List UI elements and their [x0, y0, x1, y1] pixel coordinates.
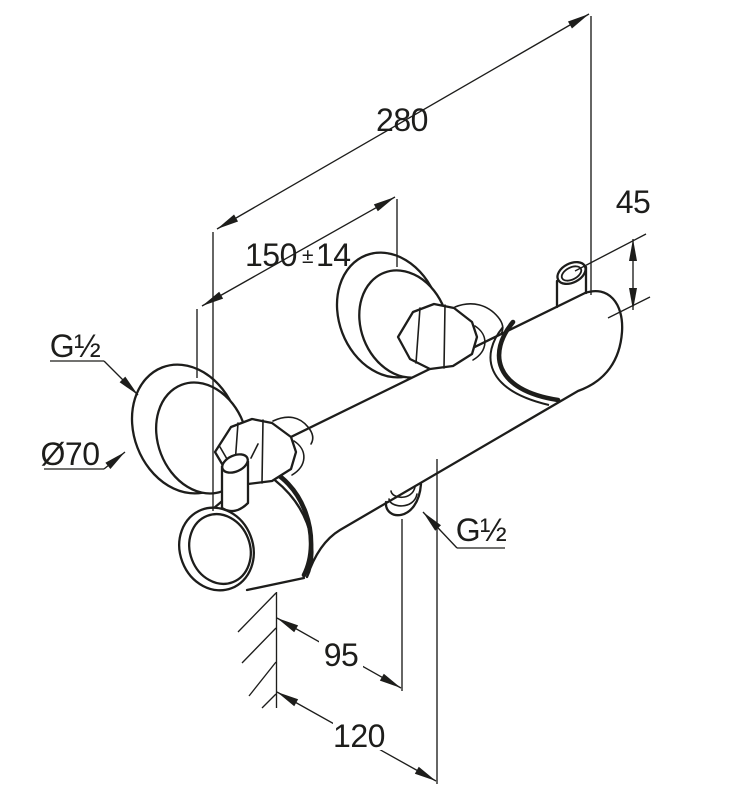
- outlet-rim-2: [390, 486, 416, 499]
- dimension-45-label: 45: [616, 184, 651, 220]
- union-right-nut-outline: [396, 302, 479, 371]
- union-right-collar: [454, 303, 504, 335]
- dimension-tolerance-value: 14: [316, 237, 351, 273]
- lever-arm-left: [219, 446, 228, 460]
- dimension-120-label: 120: [333, 718, 385, 754]
- diameter-70-label: Ø70: [41, 436, 100, 472]
- handle-bottom-edge: [245, 576, 306, 592]
- dimension-150-label: 150: [245, 237, 297, 273]
- knob-top-rim: [560, 265, 583, 282]
- outlet-rim-1: [388, 493, 418, 507]
- label-thread-bottom: G½: [422, 511, 507, 549]
- nut-right-facet-1: [415, 307, 421, 364]
- hatch-stroke-3: [248, 661, 277, 697]
- dimension-150-tolerance: 150 ± 14: [196, 196, 398, 378]
- dimension-120-label-bg: [333, 719, 387, 750]
- label-thread-top: G½: [50, 328, 139, 396]
- dim-line-280: [216, 13, 590, 230]
- diameter-70-leader: [103, 451, 126, 470]
- hatch-stroke-2: [241, 627, 277, 664]
- thread-top-label: G½: [50, 328, 101, 364]
- dimension-120: 120: [276, 459, 438, 784]
- nut-right-facet-2: [443, 304, 446, 369]
- wall-section-hatch: [237, 592, 278, 709]
- handle-cap-rim: [188, 513, 252, 585]
- label-diameter-70: Ø70: [41, 436, 126, 472]
- dimension-95-label-bg: [319, 640, 363, 670]
- outlet-outer: [384, 482, 423, 517]
- thread-bottom-leader: [422, 511, 458, 549]
- nut-left-chamfer: [291, 440, 305, 476]
- lever-pin-top: [221, 453, 249, 474]
- union-left-collar: [272, 416, 314, 445]
- hatch-stroke-1: [237, 592, 277, 633]
- handle-lever-pin: [219, 443, 259, 513]
- bottom-outlet: [384, 482, 423, 517]
- body-ring-groove-outer: [489, 326, 550, 406]
- nut-right-chamfer: [472, 325, 486, 361]
- ref-line-45-top: [574, 233, 647, 272]
- union-nut-right: [396, 302, 504, 371]
- thread-bottom-label: G½: [456, 512, 507, 548]
- lever-arm-right: [250, 443, 259, 459]
- thread-top-leader: [103, 360, 139, 396]
- knob-top: [556, 260, 587, 286]
- shower-mixer-figure: [130, 251, 624, 592]
- flow-knob: [555, 260, 588, 309]
- dimension-tolerance-sign: ±: [302, 245, 314, 268]
- dimension-95-label: 95: [324, 637, 359, 673]
- hatch-stroke-4: [261, 693, 277, 709]
- dimension-45: 45: [574, 184, 651, 319]
- mixer-body: [248, 290, 624, 579]
- body-ring-groove-inner: [496, 319, 561, 403]
- dimension-95: 95: [276, 519, 403, 691]
- nut-left-facet-2: [261, 419, 264, 484]
- dimension-280: 280: [212, 13, 592, 511]
- dim-line-150: [201, 196, 396, 307]
- dimension-280-label: 280: [376, 102, 428, 138]
